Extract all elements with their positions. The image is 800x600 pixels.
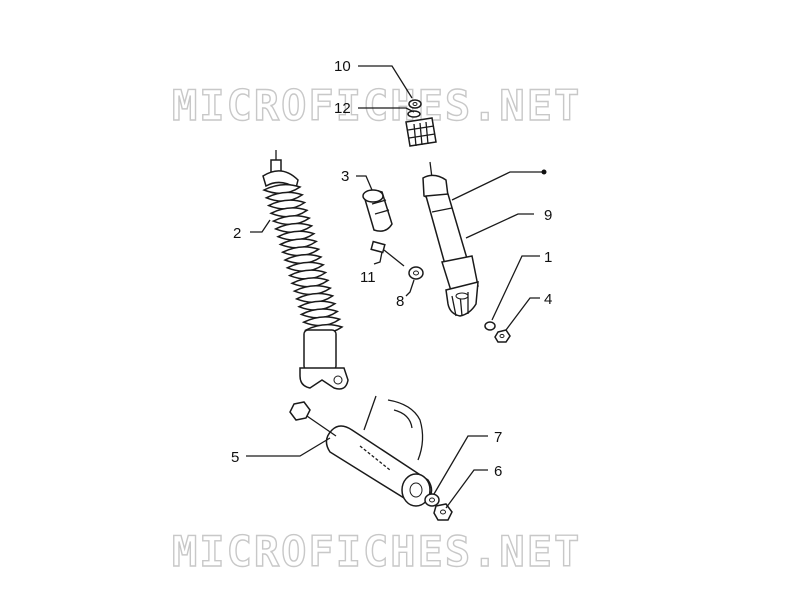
callout-10: 10 — [334, 58, 351, 75]
callout-1: 1 — [544, 249, 552, 266]
callout-12: 12 — [334, 100, 351, 117]
spring-coil — [264, 191, 305, 202]
spring-coil — [294, 292, 335, 303]
watermark-top: MICROFICHES.NET — [172, 81, 581, 130]
callout-4: 4 — [544, 291, 552, 308]
washer — [408, 266, 424, 280]
spring-coil — [285, 261, 326, 272]
callout-3: 3 — [341, 168, 349, 185]
callout-2: 2 — [233, 225, 241, 242]
spring-coil — [269, 207, 309, 218]
callout-5: 5 — [231, 449, 239, 466]
spring-coil — [266, 199, 307, 210]
spring-coil — [262, 183, 302, 195]
rubber-mount — [405, 110, 437, 147]
nut-small — [494, 329, 511, 343]
spring-coil — [271, 214, 312, 226]
spring-coil — [297, 300, 337, 311]
rubber-buffer — [362, 189, 393, 232]
callout-8: 8 — [396, 293, 404, 310]
spring-coil — [287, 269, 328, 280]
pivot-nut — [433, 503, 453, 521]
callout-11: 11 — [360, 269, 376, 286]
spring-coil — [292, 284, 333, 296]
pivot-washer — [424, 493, 440, 507]
leader-lines — [246, 65, 547, 509]
swing-arm — [289, 395, 433, 507]
spring-coil — [299, 308, 340, 319]
callout-9: 9 — [544, 207, 552, 224]
top-nut — [408, 99, 422, 109]
spring-coil — [301, 316, 342, 327]
washer-small — [484, 321, 496, 331]
spring-coil — [280, 246, 321, 257]
spring-coil — [290, 277, 330, 288]
spring-coil — [278, 238, 319, 249]
bolt — [370, 240, 405, 267]
watermark-bottom: MICROFICHES.NET — [172, 527, 581, 576]
callout-7: 7 — [494, 429, 502, 446]
callout-6: 6 — [494, 463, 502, 480]
hydraulic-damper — [422, 161, 479, 317]
spring-coil — [283, 253, 323, 265]
spring-coil — [273, 222, 314, 233]
coil-spring-shock — [262, 150, 349, 390]
spring-coil — [276, 230, 316, 241]
